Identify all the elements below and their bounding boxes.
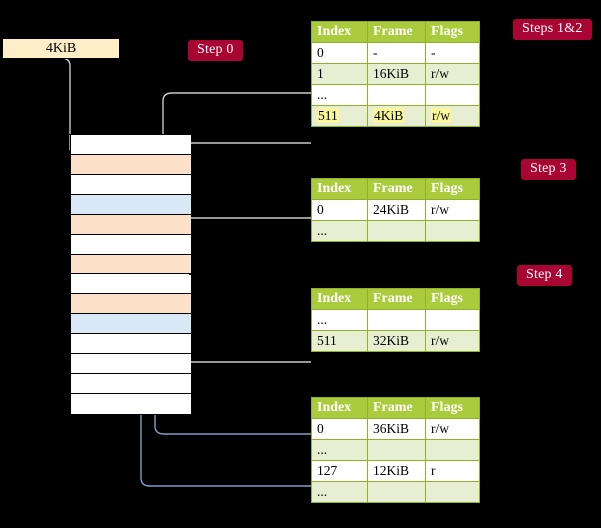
table-cell: r/w	[425, 199, 480, 221]
physical-memory-column	[70, 134, 191, 415]
memory-frame-row	[71, 274, 191, 295]
table-cell	[367, 481, 426, 503]
virtual-page-box: 4KiB	[2, 38, 120, 59]
memory-frame-row	[71, 154, 191, 175]
memory-tick	[56, 293, 70, 295]
memory-tick	[56, 153, 70, 155]
table-cell	[425, 220, 480, 242]
table-cell: ...	[311, 481, 368, 503]
table-cell: ...	[311, 439, 368, 461]
highlighted-value: 511	[317, 108, 339, 123]
table-row[interactable]: ...	[311, 84, 480, 106]
memory-tick	[56, 173, 70, 175]
table-cell: ...	[311, 84, 368, 106]
table-row[interactable]: ...	[311, 439, 480, 461]
column-header: Index	[311, 178, 368, 200]
memory-tick	[56, 213, 70, 215]
table-cell	[367, 439, 426, 461]
table-cell	[367, 220, 426, 242]
column-header: Index	[311, 21, 368, 43]
memory-frame-row	[71, 214, 191, 235]
table-cell	[367, 309, 426, 331]
badge-step-3: Step 3	[521, 159, 576, 180]
table-cell: 1	[311, 63, 368, 85]
table-cell: 0	[311, 418, 368, 440]
table-row[interactable]: 511 4KiB r/w	[311, 105, 480, 127]
table-cell: 511	[311, 105, 368, 127]
table-cell: 0	[311, 42, 368, 64]
memory-frame-row	[71, 194, 191, 215]
badge-step-4: Step 4	[517, 265, 572, 286]
table-cell	[425, 309, 480, 331]
table-cell: 32KiB	[367, 330, 426, 352]
column-header: Flags	[425, 21, 480, 43]
table-cell	[367, 84, 426, 106]
memory-frame-row	[71, 354, 191, 375]
table-cell: 0	[311, 199, 368, 221]
column-header: Flags	[425, 397, 480, 419]
column-header: Flags	[425, 288, 480, 310]
badge-steps-1-2: Steps 1&2	[513, 19, 592, 40]
column-header: Index	[311, 288, 368, 310]
memory-frame-row	[71, 294, 191, 315]
table-cell	[425, 481, 480, 503]
table-cell	[425, 439, 480, 461]
memory-frame-row	[71, 314, 191, 335]
table-cell: 12KiB	[367, 460, 426, 482]
table-row[interactable]: ...	[311, 481, 480, 503]
table-cell: ...	[311, 309, 368, 331]
table-cell: 24KiB	[367, 199, 426, 221]
highlighted-value: 4KiB	[373, 108, 405, 123]
table-cell: -	[425, 42, 480, 64]
table-row[interactable]: 0--	[311, 42, 480, 64]
column-header: Frame	[367, 21, 426, 43]
memory-frame-row	[71, 254, 191, 275]
virtual-page-label: 4KiB	[45, 40, 77, 56]
memory-tick	[56, 134, 70, 135]
table-cell: r/w	[425, 105, 480, 127]
memory-frame-row	[71, 135, 191, 155]
table-cell: r/w	[425, 418, 480, 440]
table-cell: r/w	[425, 63, 480, 85]
memory-frame-row	[71, 374, 191, 395]
memory-frame-row	[71, 394, 191, 414]
column-header: Frame	[367, 288, 426, 310]
memory-tick	[56, 253, 70, 255]
table-cell: ...	[311, 220, 368, 242]
column-header: Index	[311, 397, 368, 419]
table-row[interactable]: ...	[311, 309, 480, 331]
column-header: Frame	[367, 397, 426, 419]
badge-step-0: Step 0	[188, 40, 243, 61]
table-cell: r/w	[425, 330, 480, 352]
table-cell: 511	[311, 330, 368, 352]
memory-frame-row	[71, 334, 191, 355]
table-cell: 4KiB	[367, 105, 426, 127]
table-row[interactable]: ...	[311, 220, 480, 242]
table-cell: r	[425, 460, 480, 482]
table-cell	[425, 84, 480, 106]
column-header: Frame	[367, 178, 426, 200]
memory-frame-row	[71, 174, 191, 195]
table-cell: 127	[311, 460, 368, 482]
table-cell: 36KiB	[367, 418, 426, 440]
table-cell: -	[367, 42, 426, 64]
table-cell: 16KiB	[367, 63, 426, 85]
highlighted-value: r/w	[431, 108, 451, 123]
memory-frame-row	[71, 234, 191, 255]
column-header: Flags	[425, 178, 480, 200]
